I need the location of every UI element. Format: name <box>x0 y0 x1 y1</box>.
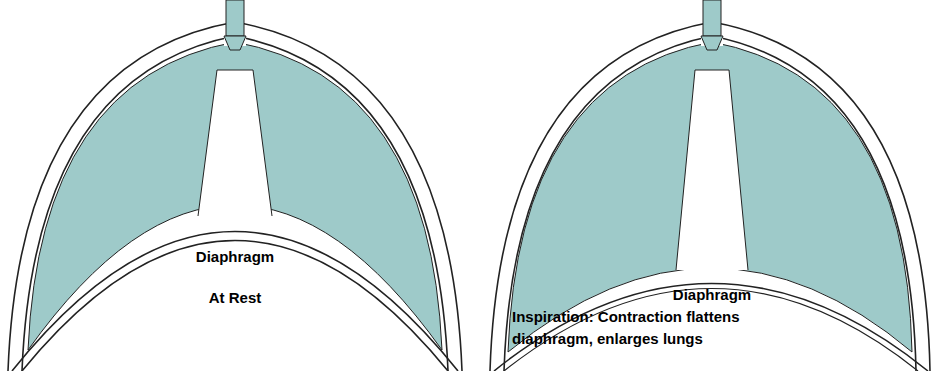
diaphragm-label: Diaphragm <box>196 246 274 268</box>
inspiration-thorax <box>490 0 930 371</box>
rest-thorax <box>8 0 462 371</box>
state-label: At Rest <box>209 287 262 309</box>
diaphragm-label: Diaphragm <box>673 284 751 306</box>
inspiration-note: Inspiration: Contraction flattens diaphr… <box>512 306 812 350</box>
